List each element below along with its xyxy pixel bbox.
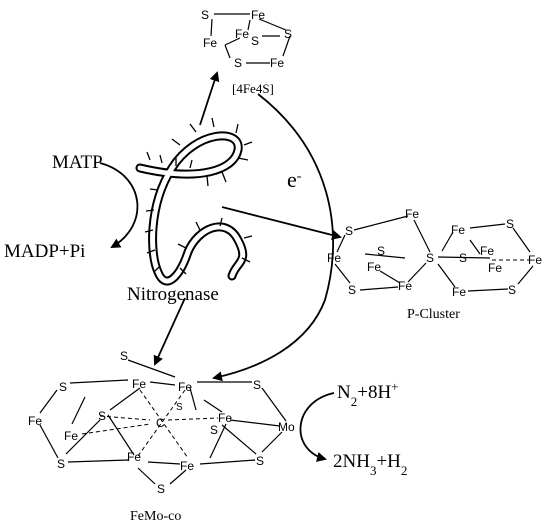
femoco-atom-s: S [256,454,264,468]
femoco-atom-s: S [210,423,218,437]
p-cluster-atom-fe: Fe [405,207,419,221]
femoco-atom-s: S [57,457,65,471]
femoco-atom-s: S [157,482,165,496]
femoco-atom-s: S [176,402,183,413]
fe4s4-atom-s: S [201,8,209,22]
fe4s4-atom-s: S [251,34,259,48]
fe4s4-atom-s: S [284,27,292,41]
femoco-atom-fe: Fe [132,377,146,391]
n2-reduction: N2+8H+ 2NH3+H2 [299,379,407,478]
electron-transfer-arrow [212,93,334,382]
arrow-to-femoco [153,297,186,366]
p-cluster-label: P-Cluster [407,307,460,322]
p-cluster-atom-s: S [508,283,516,297]
reactant-label: N2+8H+ [337,379,399,409]
femoco-atom-fe: Fe [64,429,78,443]
fe4s4-atom-fe: Fe [251,8,265,22]
femoco-label: FeMo-co [130,509,181,524]
p-cluster-atom-s: S [345,224,353,238]
femoco-atom-s: S [98,409,106,423]
p-cluster-atom-fe: Fe [398,279,412,293]
arrow-to-fe4s4 [199,71,220,126]
femoco-atom-fe: Fe [180,459,194,473]
femoco-atom-c: C [156,416,165,430]
p-cluster: Fe S S Fe S Fe Fe S S Fe Fe Fe S Fe Fe S… [327,207,542,322]
arrow-to-p-cluster [221,206,342,240]
fe4s4-atom-fe: Fe [235,27,249,41]
p-cluster-atom-fe: Fe [528,253,542,267]
p-cluster-atom-s: S [348,283,356,297]
atp-cycle: MATP MADP+Pi [4,152,139,262]
femoco-atom-mo: Mo [278,420,295,434]
fe4s4-bonds [210,13,291,64]
fe4s4-atom-s: S [234,56,242,70]
fe4s4-atom-fe: Fe [203,36,217,50]
femoco-atom-fe: Fe [28,414,42,428]
femoco-atom-fe: Fe [127,450,141,464]
femoco-bonds [39,359,287,485]
nitrogenase-hairs [144,117,253,275]
femoco-atom-fe: Fe [178,380,192,394]
madp-pi-label: MADP+Pi [4,241,85,262]
p-cluster-atom-fe: Fe [451,223,465,237]
p-cluster-atom-fe: Fe [452,285,466,299]
femoco-atom-s: S [120,349,128,363]
nitrogenase-ribbon: Nitrogenase [127,117,253,305]
femoco-atom-fe: Fe [218,411,232,425]
p-cluster-atom-s: S [459,251,467,265]
femoco-atom-s: S [59,380,67,394]
matp-label: MATP [52,152,103,173]
electron-label: e- [287,167,302,192]
p-cluster-bonds [334,215,534,292]
fe4s4-label: [4Fe4S] [232,81,274,96]
femoco-atom-s: S [253,378,261,392]
p-cluster-atom-s: S [426,251,434,265]
p-cluster-atom-fe: Fe [488,261,502,275]
p-cluster-atom-fe: Fe [367,260,381,274]
p-cluster-atom-fe: Fe [327,251,341,265]
p-cluster-atom-fe: Fe [480,244,494,258]
nitrogenase-label: Nitrogenase [127,284,219,305]
fe4s4-atom-fe: Fe [270,56,284,70]
atp-curved-arrow [99,162,139,249]
p-cluster-atom-s: S [506,217,514,231]
product-label: 2NH3+H2 [333,451,407,478]
fe4s4-cluster: S Fe Fe S S Fe S Fe [4Fe4S] [201,8,292,96]
femoco-cluster: S S Fe Fe S S S Fe C Fe Mo S Fe Fe S Fe … [28,349,295,524]
reaction-curved-arrow [299,392,335,462]
p-cluster-atom-s: S [377,244,385,258]
